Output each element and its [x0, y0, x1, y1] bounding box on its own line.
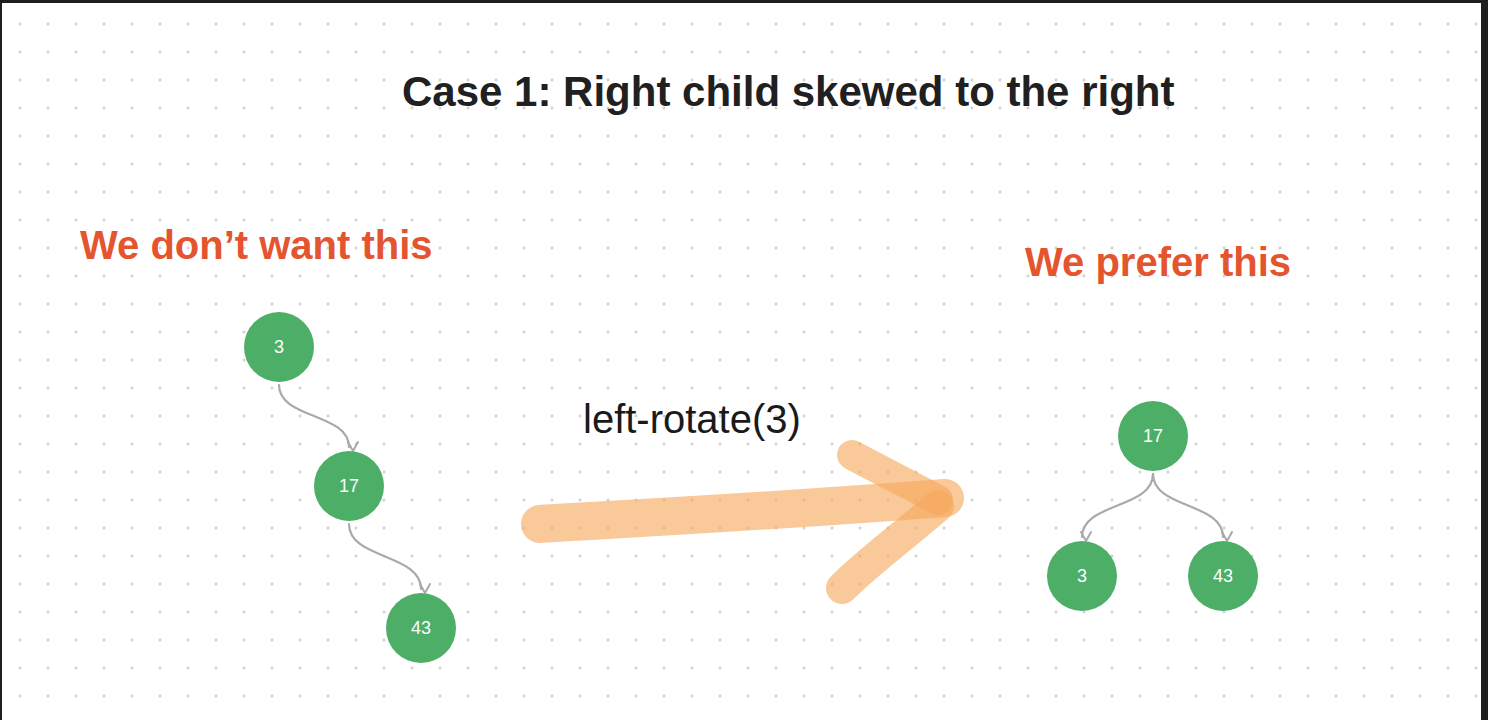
tree-node: 17	[314, 451, 384, 521]
node-value: 3	[1077, 567, 1087, 585]
node-value: 17	[1143, 427, 1163, 445]
caption-label: We don’t want this	[80, 225, 433, 265]
tree-edge	[279, 385, 349, 447]
node-value: 43	[411, 619, 431, 637]
brush-stroke	[852, 455, 938, 500]
frame-edge	[1481, 0, 1488, 720]
tree-node: 3	[244, 312, 314, 382]
tree-edge	[1153, 474, 1223, 537]
brush-stroke	[540, 498, 945, 524]
frame-edge	[0, 0, 1488, 3]
node-value: 3	[274, 338, 284, 356]
node-value: 17	[339, 477, 359, 495]
tree-node: 17	[1118, 401, 1188, 471]
tree-edge	[1082, 474, 1153, 537]
tree-node: 3	[1047, 541, 1117, 611]
tree-node: 43	[386, 593, 456, 663]
brush-stroke	[842, 506, 938, 588]
tree-edge	[349, 524, 421, 589]
frame-edge	[0, 0, 2, 720]
operation-label: left-rotate(3)	[583, 399, 801, 439]
caption-label: We prefer this	[1025, 242, 1291, 282]
tree-node: 43	[1188, 541, 1258, 611]
diagram-title: Case 1: Right child skewed to the right	[402, 71, 1174, 113]
node-value: 43	[1213, 567, 1233, 585]
